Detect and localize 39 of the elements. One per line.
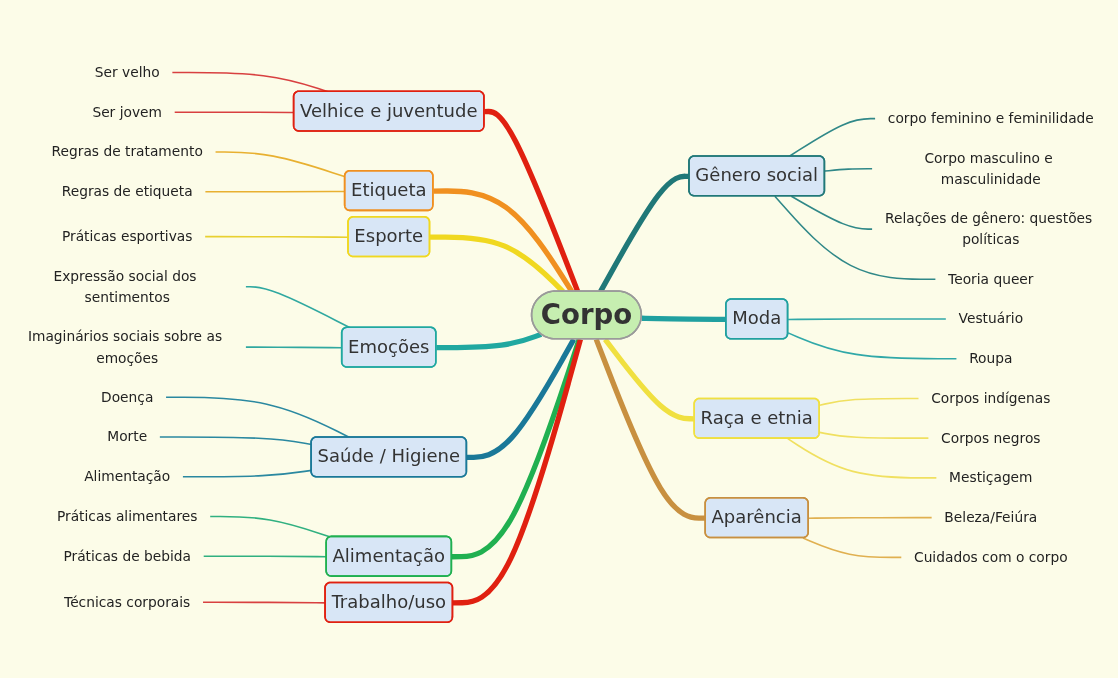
node-text: Expressão social dos sentimentos <box>53 268 197 305</box>
node-text: corpo feminino e feminilidade <box>887 110 1094 127</box>
node-text: Regras de etiqueta <box>61 183 193 200</box>
node-text: Corpos indígenas <box>931 390 1051 407</box>
node-text: Corpos negros <box>941 429 1041 446</box>
node-text: Alimentação <box>84 468 171 485</box>
node-text: Relações de gênero: questões políticas <box>885 210 1093 248</box>
node-text: Imaginários sociais sobre as emoções <box>27 328 223 366</box>
connector <box>774 195 937 280</box>
connector <box>790 195 873 230</box>
node-text: Práticas de bebida <box>63 548 191 564</box>
connector <box>598 173 690 293</box>
node-text: Regras de tratamento <box>51 143 203 160</box>
connector <box>787 318 947 321</box>
node-text: Ser velho <box>94 64 160 81</box>
connector <box>436 331 543 351</box>
node-text: Práticas alimentares <box>56 508 198 525</box>
connector <box>593 338 706 521</box>
node-text: Técnicas corporais <box>64 594 191 611</box>
node-text: Práticas esportivas <box>61 228 193 245</box>
node-text: Beleza/Feiúra <box>944 509 1038 526</box>
connector <box>802 537 903 559</box>
connector <box>786 437 938 479</box>
node-text: Doença <box>101 389 154 405</box>
node-text: Roupa <box>969 350 1013 367</box>
node-text: Vestuário <box>958 310 1024 327</box>
connector <box>466 338 577 461</box>
node-text: Morte <box>107 428 148 445</box>
connector <box>824 167 873 172</box>
connector <box>603 337 695 422</box>
connector <box>787 332 958 360</box>
node-text: Corpo masculino e masculinidade <box>924 150 1053 187</box>
connector <box>641 315 727 323</box>
node-text: Cuidados com o corpo <box>914 549 1068 566</box>
connector <box>452 338 583 606</box>
node-text: Ser jovem <box>92 104 162 120</box>
node-text: Mestiçagem <box>949 469 1033 486</box>
connector <box>484 108 581 293</box>
node-text: Teoria queer <box>948 270 1034 287</box>
